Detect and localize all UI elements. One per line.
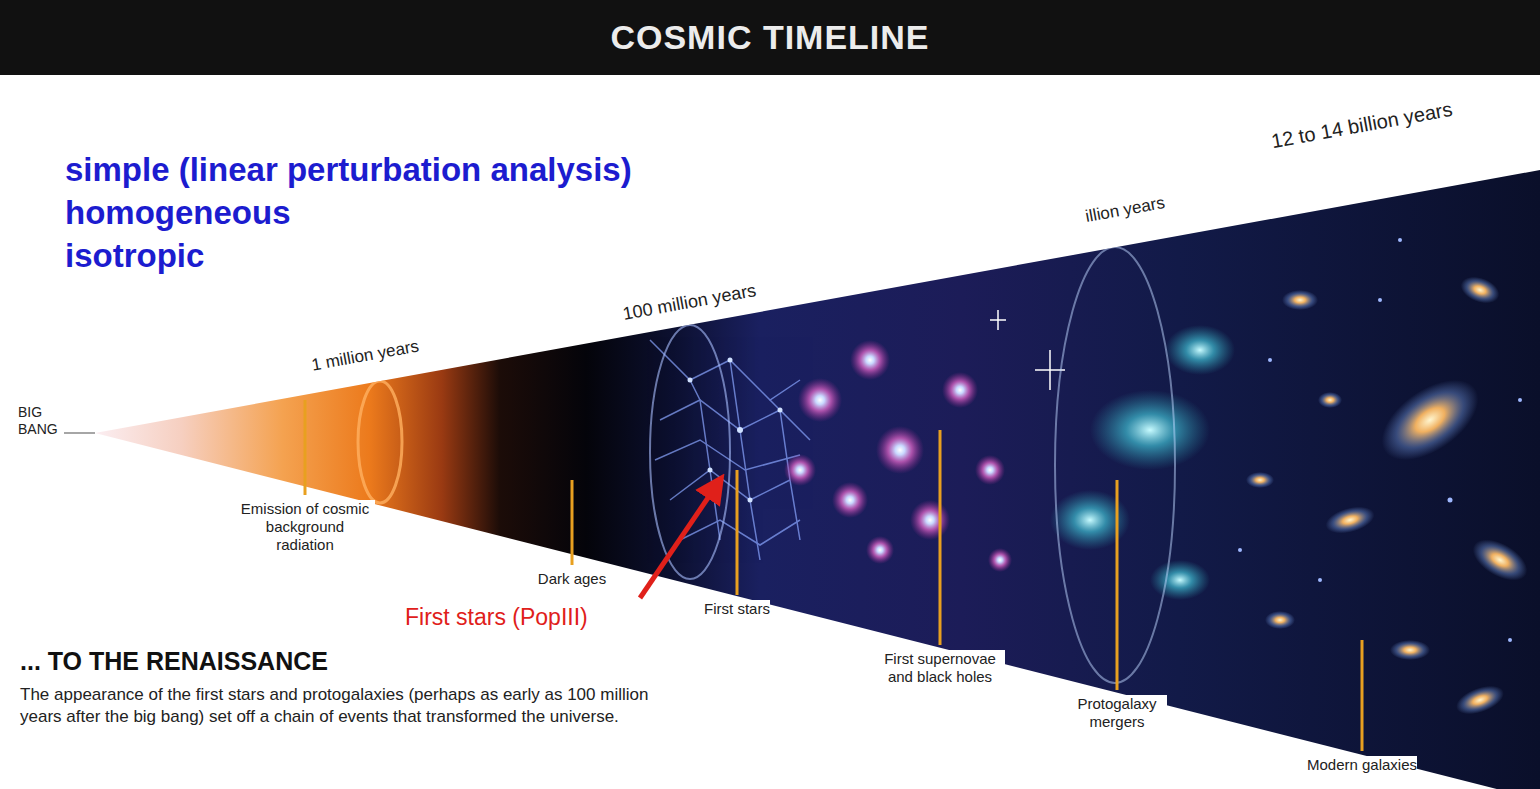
annotation: simple (linear perturbation analysis) bbox=[65, 150, 632, 190]
epoch-label: Emission of cosmic background radiation bbox=[235, 500, 375, 554]
time-label: 12 to 14 billion years bbox=[1270, 97, 1455, 153]
annotation: First stars (PopIII) bbox=[405, 604, 588, 632]
title: COSMIC TIMELINE bbox=[610, 18, 929, 57]
body-text: The appearance of the first stars and pr… bbox=[20, 684, 660, 728]
section-heading: ... TO THE RENAISSANCE bbox=[20, 646, 328, 676]
annotation: homogeneous bbox=[65, 193, 291, 233]
epoch-label: First supernovae and black holes bbox=[875, 650, 1005, 686]
epoch-label: Dark ages bbox=[538, 570, 606, 588]
time-label: 1 million years bbox=[310, 336, 421, 375]
time-label: illion years bbox=[1084, 193, 1167, 227]
annotation: isotropic bbox=[65, 236, 204, 276]
epoch-label: Protogalaxy mergers bbox=[1067, 695, 1167, 731]
epoch-label: First stars bbox=[704, 600, 770, 618]
origin-label: BIG BANG bbox=[18, 404, 70, 438]
epoch-label: Modern galaxies bbox=[1307, 756, 1417, 774]
